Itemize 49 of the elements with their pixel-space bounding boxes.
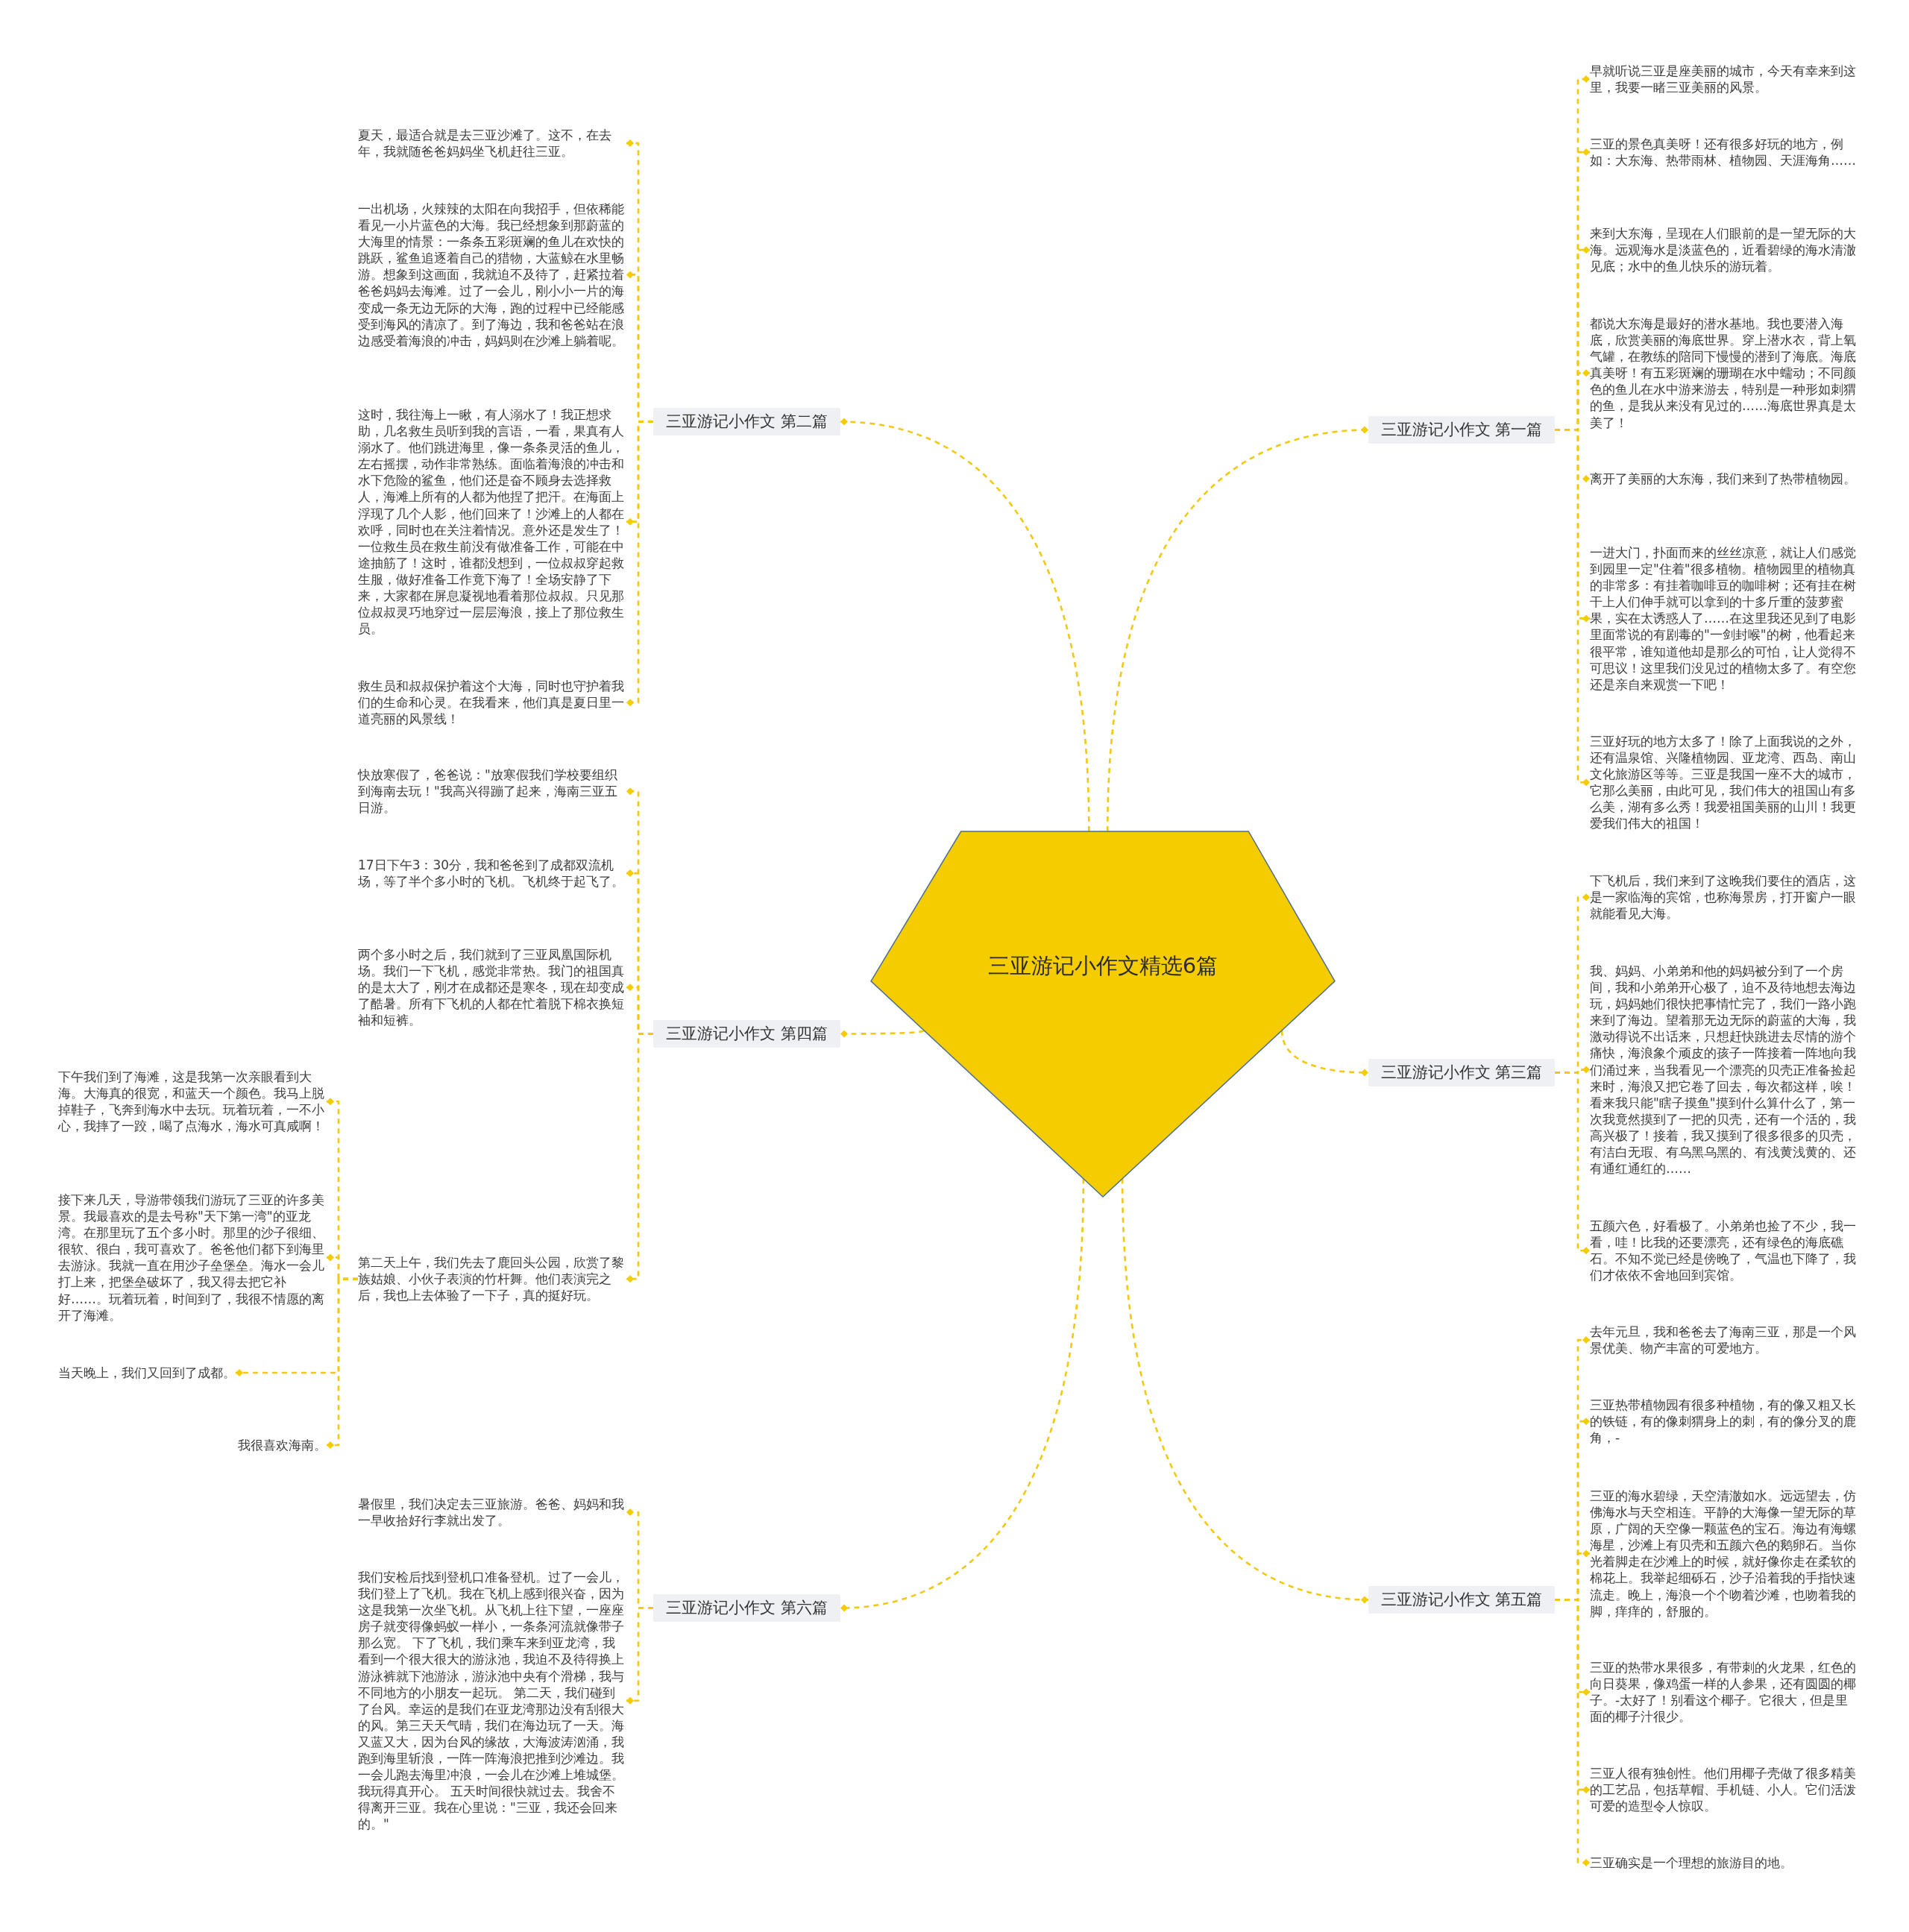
branch-topic: 三亚游记小作文 第二篇	[653, 408, 840, 435]
paragraph-text: 暑假里，我们决定去三亚旅游。爸爸、妈妈和我一早收拾好行李就出发了。	[358, 1496, 626, 1529]
paragraph-text: 三亚好玩的地方太多了！除了上面我说的之外，还有温泉馆、兴隆植物园、亚龙湾、西岛、南山文化旅游区等等。三亚是我国一座不大的城市，它那么美丽，由此可见，我们伟大的祖国山有多么美，湖有多么秀！我爱祖国美丽的山川！我更爱我们伟大的祖国！	[1590, 733, 1860, 832]
paragraph-text: 两个多小时之后，我们就到了三亚凤凰国际机场。我们一下飞机，感觉非常热。我门的祖国真的是太大了，刚才在成都还是寒冬，现在却变成了酷暑。所有下飞机的人都在忙着脱下棉衣换短袖和短裤。	[358, 946, 626, 1029]
paragraph-text: 我、妈妈、小弟弟和他的妈妈被分到了一个房间，我和小弟弟开心极了，迫不及待地想去海边玩，妈妈她们很快把事情忙完了，我们一路小跑来到了海边。望着那无边无际的蔚蓝的大海，我激动得说不出话来，只想赶快跳进去尽情的游个痛快，海浪象个顽皮的孩子一阵接着一阵地向我们涌过来，当我看见一个漂亮的贝壳正准备捡起来时，海浪又把它卷了回去，每次都这样，唉！看来我只能"瞎子摸鱼"摸到什么算什么了，第一次我竟然摸到了一把的贝壳，还有一个活的，我高兴极了！接着，我又摸到了很多很多的贝壳，有洁白无瑕、有乌黑乌黑的、有浅黄浅黄的、还有通红通红的……	[1590, 963, 1860, 1177]
paragraph-text: 我很喜欢海南。	[238, 1437, 327, 1454]
paragraph-text: 来到大东海，呈现在人们眼前的是一望无际的大海。远观海水是淡蓝色的，近看碧绿的海水清澈见底；水中的鱼儿快乐的游玩着。	[1590, 225, 1860, 275]
connector	[327, 1277, 358, 1450]
paragraph-text: 三亚的海水碧绿，天空清澈如水。远远望去，仿佛海水与天空相连。平静的大海像一望无际的草原，广阔的天空像一颗蓝色的宝石。海边有海螺海星，沙滩上有贝壳和五颜六色的鹅卵石。当你光着脚走在沙滩上的时候，就好像你走在柔软的棉花上。我举起细砾石，沙子沿着我的手指快速流走。晚上，海浪一个个吻着沙滩，也吻着我的脚，痒痒的，舒服的。	[1590, 1488, 1860, 1620]
paragraph-text: 三亚的景色真美呀！还有很多好玩的地方，例如：大东海、热带雨林、植物园、天涯海角……	[1590, 136, 1860, 169]
branch-topic: 三亚游记小作文 第五篇	[1368, 1586, 1555, 1614]
paragraph-text: 都说大东海是最好的潜水基地。我也要潜入海底，欣赏美丽的海底世界。穿上潜水衣，背上氧气罐，在教练的陪同下慢慢的潜到了海底。海底真美呀！有五彩斑斓的珊瑚在水中蠕动；不同颜色的鱼儿在水中游来游去，特别是一种形如刺猬的鱼，是我从来没有见过的……海底世界真是太美了！	[1590, 315, 1860, 431]
paragraph-text: 去年元旦，我和爸爸去了海南三亚，那是一个风景优美、物产丰富的可爱地方。	[1590, 1324, 1860, 1357]
connector	[626, 421, 653, 707]
connector	[1106, 426, 1369, 832]
branch-topic: 三亚游记小作文 第六篇	[653, 1594, 840, 1622]
connector	[1280, 1030, 1369, 1077]
paragraph-text: 三亚人很有独创性。他们用椰子壳做了很多精美的工艺品，包括草帽、手机链、小人。它们活泼可爱的造型令人惊叹。	[1590, 1765, 1860, 1815]
paragraph-text: 我们安检后找到登机口准备登机。过了一会儿，我们登上了飞机。我在飞机上感到很兴奋，因为这是我第一次坐飞机。从飞机上往下望，一座座房子就变得像蚂蚁一样小，一条条河流就像带子那么宽。 下了飞机，我们乘车来到亚龙湾，我看到一个很大很大的游泳池，我迫不及待得换上游泳裤就下池游泳，游泳池中央有个滑梯，我与不同地方的小朋友一起玩。 第二天，我们碰到了台风。幸运的是我们在亚龙湾那边没有刮很大的风。第三天天气晴，我们在海边玩了一天。海又蓝又大，因为台风的缘故，大海波涛汹涌，我跑到海里斩浪，一阵一阵海浪把推到沙滩边。我一会儿跑去海里冲浪，一会儿在沙滩上堆城堡。我玩得真开心。 五天时间很快就过去。我舍不得离开三亚。我在心里说："三亚，我还会回来的。"	[358, 1569, 626, 1833]
branch-topic: 三亚游记小作文 第三篇	[1368, 1059, 1555, 1086]
connector	[1121, 1178, 1369, 1604]
paragraph-text: 下飞机后，我们来到了这晚我们要住的酒店，这是一家临海的宾馆，也称海景房，打开窗户一眼就能看见大海。	[1590, 872, 1860, 922]
paragraph-text: 三亚确实是一个理想的旅游目的地。	[1590, 1854, 1793, 1872]
connector	[626, 1607, 653, 1705]
paragraph-text: 夏天，最适合就是去三亚沙滩了。这不，在去年，我就随爸爸妈妈坐飞机赶往三亚。	[358, 127, 626, 160]
connector	[840, 1029, 925, 1038]
paragraph-text: 五颜六色，好看极了。小弟弟也捡了不少，我一看，哇！比我的还要漂亮，还有绿色的海底礁石。不知不觉已经是傍晚了，气温也下降了，我们才依依不舍地回到宾馆。	[1590, 1218, 1860, 1284]
connector	[840, 1178, 1085, 1612]
paragraph-text: 离开了美丽的大东海，我们来到了热带植物园。	[1590, 471, 1856, 488]
paragraph-text: 三亚的热带水果很多，有带刺的火龙果，红色的向日葵果，像鸡蛋一样的人参果，还有圆圆的椰子。-太好了！别看这个椰子。它很大，但是里面的椰子汁很少。	[1590, 1659, 1860, 1725]
paragraph-text: 接下来几天，导游带领我们游玩了三亚的许多美景。我最喜欢的是去号称"天下第一湾"的亚龙湾。在那里玩了五个多小时。那里的沙子很细、很软、很白，我可喜欢了。爸爸他们都下到海里去游泳。我就一直在用沙子垒堡垒。海水一会儿打上来，把堡垒破坏了，我又得去把它补好……。玩着玩着，时间到了，我很不情愿的离开了海滩。	[58, 1192, 327, 1324]
central-topic-title: 三亚游记小作文精选6篇	[987, 951, 1219, 979]
connector	[626, 1033, 653, 1283]
paragraph-text: 这时，我往海上一瞅，有人溺水了！我正想求助，几名救生员听到我的言语，一看，果真有人溺水了。他们跳进海里，像一条条灵活的鱼儿，左右摇摆，动作非常熟练。面临着海浪的冲击和水下危险的鲨鱼，他们还是奋不顾身去选择救人，海滩上所有的人都为他捏了把汗。在海面上浮现了几个人影，他们回来了！沙滩上的人都在欢呼，同时也在关注着情况。意外还是发生了！一位救生员在救生前没有做准备工作，可能在中途抽筋了！这时，谁都没想到，一位叔叔穿起救生服，做好准备工作竟下海了！全场安静了下来，大家都在屏息凝视地看着那位叔叔。只见那位叔叔灵巧地穿过一层层海浪，接上了那位救生员。	[358, 406, 626, 638]
paragraph-text: 救生员和叔叔保护着这个大海，同时也守护着我们的生命和心灵。在我看来，他们真是夏日里一道亮丽的风景线！	[358, 678, 626, 728]
paragraph-text: 三亚热带植物园有很多种植物，有的像又粗又长的铁链，有的像刺猬身上的刺，有的像分叉的鹿角，-	[1590, 1397, 1860, 1447]
paragraph-text: 早就听说三亚是座美丽的城市，今天有幸来到这里，我要一睹三亚美丽的风景。	[1590, 63, 1860, 96]
connector	[1555, 1599, 1590, 1867]
branch-topic: 三亚游记小作文 第四篇	[653, 1020, 840, 1048]
paragraph-text: 一出机场，火辣辣的太阳在向我招手，但依稀能看见一小片蓝色的大海。我已经想象到那蔚蓝的大海里的情景：一条条五彩斑斓的鱼儿在欢快的跳跃，鲨鱼追逐着自己的猎物，大蓝鲸在水里畅游。想象到这画面，我就迫不及待了，赶紧拉着爸爸妈妈去海滩。过了一会儿，刚小小一片的海变成一条无边无际的大海，跑的过程中已经能感受到海风的清凉了。到了海边，我和爸爸站在浪边感受着海浪的冲击，妈妈则在沙滩上躺着呢。	[358, 201, 626, 349]
paragraph-text: 一进大门，扑面而来的丝丝凉意，就让人们感觉到园里一定"住着"很多植物。植物园里的植物真的非常多：有挂着咖啡豆的咖啡树；还有挂在树干上人们伸手就可以拿到的十多斤重的菠萝蜜果，实在太诱惑人了……在这里我还见到了电影里面常说的有剧毒的"一剑封喉"的树，他看起来很平常，谁知道他却是那么的可怕，让人觉得不可思议！这里我们没见过的植物太多了。有空您还是亲自来观赏一下吧！	[1590, 544, 1860, 693]
connector	[840, 418, 1090, 832]
connector	[1555, 1072, 1590, 1255]
paragraph-text: 17日下午3：30分，我和爸爸到了成都双流机场，等了半个多小时的飞机。飞机终于起飞了。	[358, 857, 626, 890]
paragraph-text: 当天晚上，我们又回到了成都。	[58, 1365, 236, 1382]
paragraph-text: 下午我们到了海滩，这是我第一次亲眼看到大海。大海真的很宽，和蓝天一个颜色。我马上脱掉鞋子，飞奔到海水中去玩。玩着玩着，一不小心，我摔了一跤，喝了点海水，海水可真咸啊！	[58, 1069, 327, 1135]
paragraph-text: 第二天上午，我们先去了鹿回头公园，欣赏了黎族姑娘、小伙子表演的竹杆舞。他们表演完之后，我也上去体验了一下子，真的挺好玩。	[358, 1254, 626, 1304]
paragraph-text: 快放寒假了，爸爸说："放寒假我们学校要组织到海南去玩！"我高兴得蹦了起来，海南三亚五日游。	[358, 767, 626, 816]
branch-topic: 三亚游记小作文 第一篇	[1368, 416, 1555, 444]
